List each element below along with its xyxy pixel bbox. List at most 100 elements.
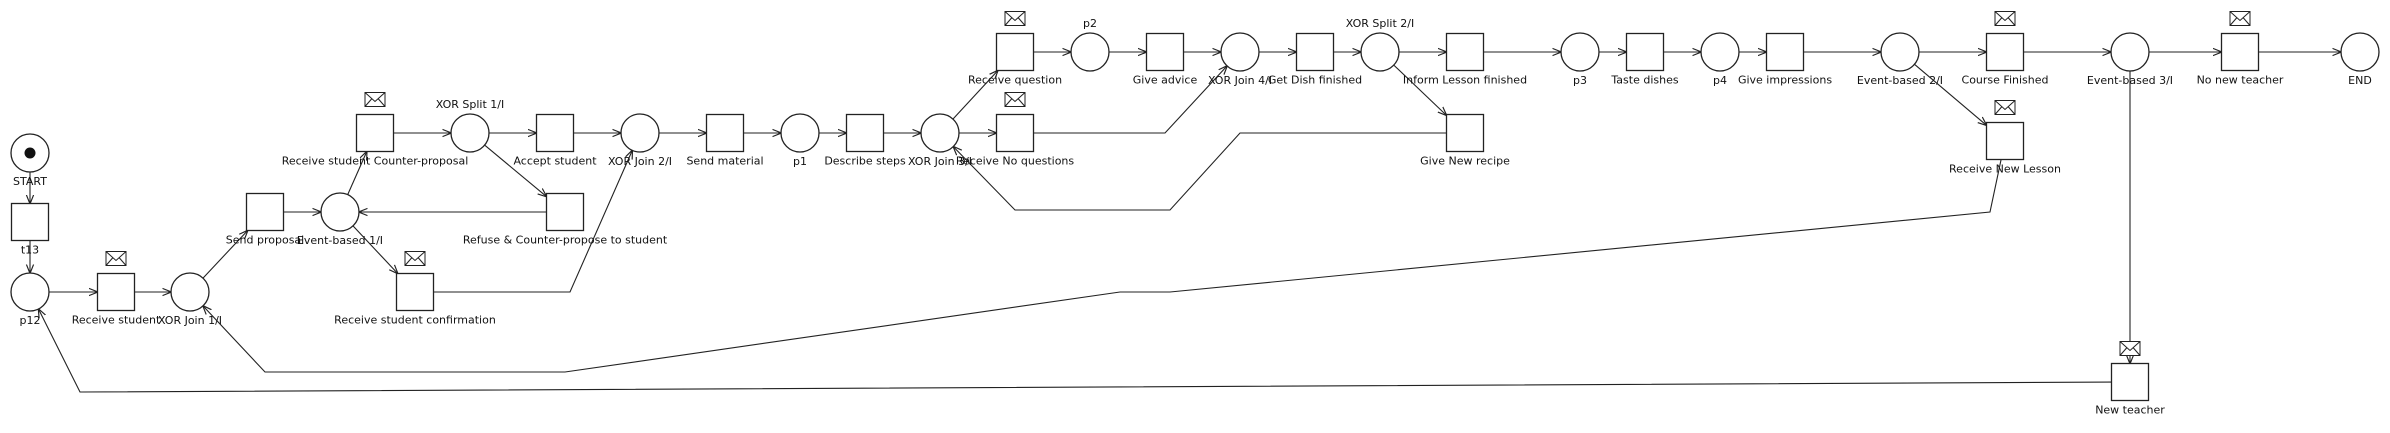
transition-box[interactable] xyxy=(1295,32,1335,72)
envelope-icon xyxy=(404,251,426,266)
node-label: Give impressions xyxy=(1738,74,1832,87)
place-circle[interactable] xyxy=(170,272,210,312)
transition-give-new-recipe[interactable]: Give New recipe xyxy=(1420,113,1510,168)
place-p12[interactable]: p12 xyxy=(10,272,50,327)
transition-box[interactable] xyxy=(96,272,136,312)
node-label: Give advice xyxy=(1133,74,1198,87)
transition-box[interactable] xyxy=(245,192,285,232)
transition-give-advice[interactable]: Give advice xyxy=(1133,32,1198,87)
place-circle[interactable] xyxy=(320,192,360,232)
place-circle[interactable] xyxy=(450,113,490,153)
node-label: Describe steps xyxy=(824,155,906,168)
transition-box[interactable] xyxy=(2220,32,2260,72)
transition-box[interactable] xyxy=(2110,362,2150,402)
place-xor-split-1[interactable]: XOR Split 1/I xyxy=(436,98,504,153)
place-circle[interactable] xyxy=(780,113,820,153)
transition-course-finished[interactable]: Course Finished xyxy=(1962,11,2049,87)
transition-recv-student-confirm[interactable]: Receive student confirmation xyxy=(334,251,496,327)
place-circle[interactable] xyxy=(10,272,50,312)
node-label: Refuse & Counter-propose to student xyxy=(463,234,668,247)
place-circle[interactable] xyxy=(920,113,960,153)
transition-refuse-counter[interactable]: Refuse & Counter-propose to student xyxy=(463,192,668,247)
node-label: XOR Join 1/I xyxy=(158,314,222,327)
transition-recv-question[interactable]: Receive question xyxy=(968,11,1062,87)
place-circle[interactable] xyxy=(1880,32,1920,72)
transition-send-proposal[interactable]: Send proposal xyxy=(226,192,304,247)
place-circle[interactable] xyxy=(1070,32,1110,72)
transition-taste-dishes[interactable]: Taste dishes xyxy=(1610,32,1679,87)
node-label: Receive student confirmation xyxy=(334,314,496,327)
place-circle[interactable] xyxy=(1360,32,1400,72)
transition-give-impressions[interactable]: Give impressions xyxy=(1738,32,1832,87)
place-xor-join-2[interactable]: XOR Join 2/I xyxy=(608,113,672,168)
transition-box[interactable] xyxy=(995,113,1035,153)
arc-xor_split_1-to-refuse_counter xyxy=(484,144,547,197)
transition-box[interactable] xyxy=(1985,32,2025,72)
node-label: Send material xyxy=(686,155,763,168)
transition-box[interactable] xyxy=(395,272,435,312)
node-label: p1 xyxy=(793,155,807,168)
transition-accept-student[interactable]: Accept student xyxy=(513,113,597,168)
place-event-based-3[interactable]: Event-based 3/I xyxy=(2087,32,2173,87)
place-p4[interactable]: p4 xyxy=(1700,32,1740,87)
envelope-icon xyxy=(1004,11,1026,26)
transition-box[interactable] xyxy=(705,113,745,153)
transition-t13[interactable]: t13 xyxy=(10,202,50,257)
place-xor-join-1[interactable]: XOR Join 1/I xyxy=(158,272,222,327)
transition-box[interactable] xyxy=(995,32,1035,72)
transition-box[interactable] xyxy=(1445,32,1485,72)
arc-xor_join_3-to-recv_question xyxy=(952,71,998,120)
transition-box[interactable] xyxy=(355,113,395,153)
envelope-icon xyxy=(2119,341,2141,356)
place-circle[interactable] xyxy=(1560,32,1600,72)
transition-inform-lesson-finished[interactable]: Inform Lesson finished xyxy=(1403,32,1527,87)
arc-recv_student_confirm-to-xor_join_2 xyxy=(433,150,633,293)
transition-box[interactable] xyxy=(10,202,50,242)
place-circle[interactable] xyxy=(1700,32,1740,72)
place-p2[interactable]: p2 xyxy=(1070,17,1110,72)
arc-xor_split_2-to-give_new_recipe xyxy=(1393,64,1447,115)
node-top-label: p2 xyxy=(1083,17,1097,30)
place-circle[interactable] xyxy=(2110,32,2150,72)
place-circle[interactable] xyxy=(620,113,660,153)
place-xor-join-3[interactable]: XOR Join 3/I xyxy=(908,113,972,168)
node-label: p4 xyxy=(1713,74,1727,87)
transition-box[interactable] xyxy=(845,113,885,153)
place-event-based-1[interactable]: Event-based 1/I xyxy=(297,192,383,247)
transition-box[interactable] xyxy=(1445,113,1485,153)
transition-box[interactable] xyxy=(1625,32,1665,72)
transition-get-dish-finished[interactable]: Get Dish finished xyxy=(1268,32,1362,87)
node-label: Receive student Counter-proposal xyxy=(282,155,469,168)
transition-recv-student[interactable]: Receive student xyxy=(72,251,161,327)
place-p3[interactable]: p3 xyxy=(1560,32,1600,87)
transition-no-new-teacher[interactable]: No new teacher xyxy=(2197,11,2284,87)
transition-box[interactable] xyxy=(535,113,575,153)
node-label: XOR Join 3/I xyxy=(908,155,972,168)
place-event-based-2[interactable]: Event-based 2/I xyxy=(1857,32,1943,87)
envelope-icon xyxy=(1994,100,2016,115)
place-xor-split-2[interactable]: XOR Split 2/I xyxy=(1346,17,1414,72)
place-xor-join-4[interactable]: XOR Join 4/I xyxy=(1208,32,1272,87)
transition-new-teacher[interactable]: New teacher xyxy=(2095,341,2165,417)
transition-describe-steps[interactable]: Describe steps xyxy=(824,113,906,168)
place-END[interactable]: END xyxy=(2340,32,2380,87)
transition-box[interactable] xyxy=(1145,32,1185,72)
transition-recv-new-lesson[interactable]: Receive New Lesson xyxy=(1949,100,2061,176)
envelope-icon xyxy=(2229,11,2251,26)
place-circle[interactable] xyxy=(1220,32,1260,72)
node-label: Taste dishes xyxy=(1610,74,1678,87)
node-label: Event-based 2/I xyxy=(1857,74,1943,87)
node-label: START xyxy=(13,175,47,188)
transition-box[interactable] xyxy=(1985,121,2025,161)
node-label: Send proposal xyxy=(226,234,304,247)
place-p1[interactable]: p1 xyxy=(780,113,820,168)
transition-box[interactable] xyxy=(545,192,585,232)
place-circle[interactable] xyxy=(2340,32,2380,72)
transition-recv-no-questions[interactable]: Receive No questions xyxy=(956,92,1075,168)
envelope-icon xyxy=(1994,11,2016,26)
transition-send-material[interactable]: Send material xyxy=(686,113,764,168)
transition-box[interactable] xyxy=(1765,32,1805,72)
place-START[interactable]: START xyxy=(10,133,50,188)
transition-recv-student-counter[interactable]: Receive student Counter-proposal xyxy=(282,92,469,168)
